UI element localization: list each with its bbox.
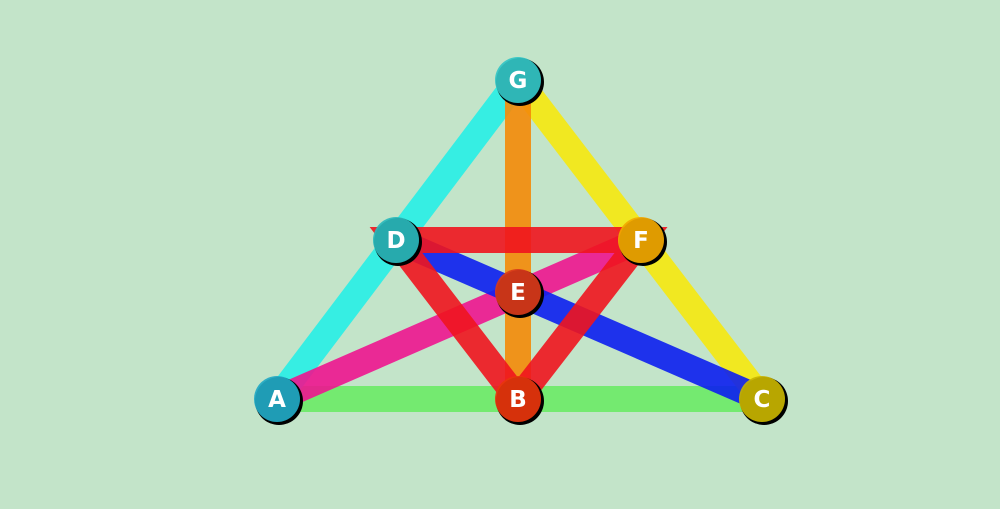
node-circle bbox=[618, 217, 664, 263]
node-circle bbox=[495, 57, 541, 103]
node-circle bbox=[254, 376, 300, 422]
node-circle bbox=[495, 376, 541, 422]
node-c: C bbox=[739, 376, 788, 425]
node-circle bbox=[495, 269, 541, 315]
node-label: A bbox=[268, 387, 286, 413]
node-a: A bbox=[254, 376, 303, 425]
node-label: F bbox=[633, 228, 649, 254]
node-label: E bbox=[510, 280, 526, 306]
node-circle bbox=[373, 217, 419, 263]
node-d: D bbox=[373, 217, 422, 266]
node-e: E bbox=[495, 269, 544, 318]
node-f: F bbox=[618, 217, 667, 266]
node-label: B bbox=[509, 387, 527, 413]
node-b: B bbox=[495, 376, 544, 425]
node-label: C bbox=[754, 387, 771, 413]
lines-layer bbox=[266, 72, 773, 421]
node-label: D bbox=[386, 228, 405, 254]
node-g: G bbox=[495, 57, 544, 106]
nodes-layer: G D F E A B C bbox=[254, 57, 788, 425]
node-label: G bbox=[509, 68, 528, 94]
circle-d-f-b bbox=[369, 227, 668, 421]
node-circle bbox=[739, 376, 785, 422]
